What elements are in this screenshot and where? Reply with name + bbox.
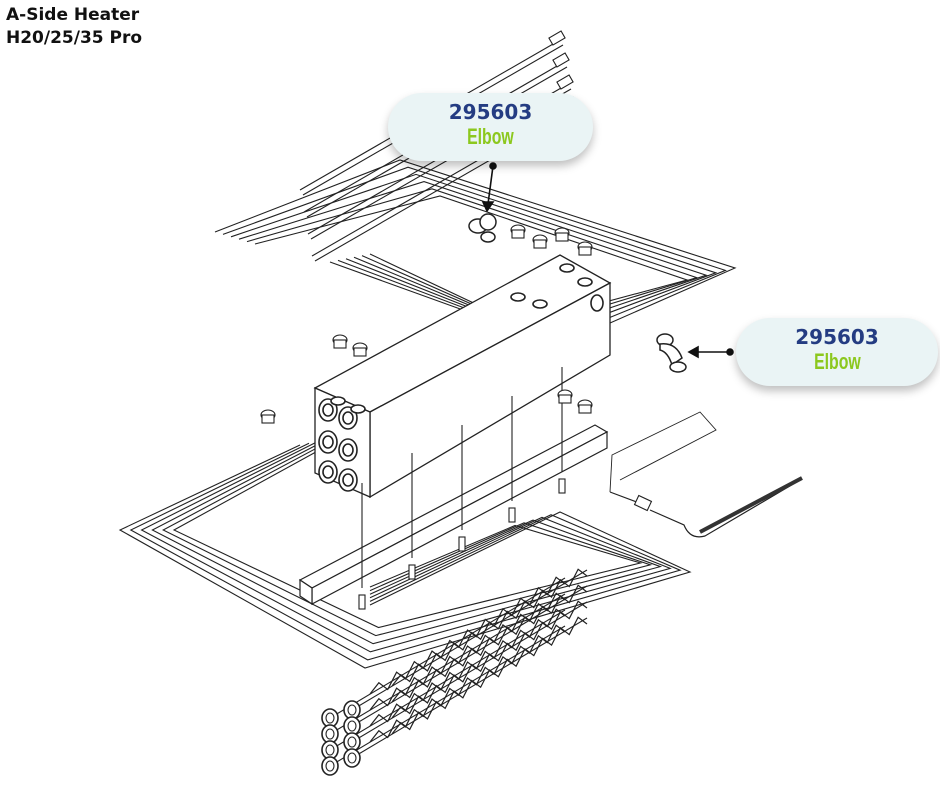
port-hole-inner [322, 403, 334, 417]
title-line-1: A-Side Heater [6, 5, 140, 25]
heating-coil [391, 600, 588, 719]
temperature-probe [609, 411, 803, 538]
rod [351, 569, 588, 711]
rod-terminal-inner [347, 736, 357, 748]
wire-loop [161, 437, 653, 637]
heating-coil [391, 568, 588, 687]
lead-connector [548, 30, 566, 46]
part-label: Elbow [813, 349, 861, 374]
screw [508, 507, 516, 523]
port-hole-inner [342, 443, 354, 457]
rod [351, 601, 588, 743]
wire-loop [118, 444, 692, 669]
plug-body [353, 347, 367, 357]
plug-body [578, 404, 592, 414]
screw [358, 594, 366, 610]
port-hole [338, 438, 358, 462]
rod [351, 617, 588, 759]
top-port [577, 277, 593, 287]
heater-rods [321, 568, 588, 776]
rod-terminal-inner [325, 744, 335, 756]
plug-body [333, 339, 347, 349]
top-port [559, 263, 575, 273]
screw [558, 478, 566, 494]
plug-body [558, 394, 572, 404]
port-hole [338, 468, 358, 492]
wire-loop [254, 195, 689, 326]
elbow-fitting-top [468, 213, 497, 243]
title-line-2: H20/25/35 Pro [6, 28, 143, 48]
top-port [532, 299, 548, 309]
rod-terminal [343, 748, 361, 768]
rod-terminal-inner [347, 752, 357, 764]
port-hole-inner [322, 435, 334, 449]
port-hole [318, 460, 338, 484]
callout-arrow-right [687, 345, 734, 359]
lead-connector [552, 52, 570, 68]
plug-body [533, 239, 547, 249]
plug-body [511, 229, 525, 239]
side-port [590, 294, 604, 312]
callout-elbow-right[interactable]: 295603 Elbow [736, 318, 938, 386]
port-hole-inner [322, 465, 334, 479]
mounting-bar [298, 424, 609, 606]
plug-body [261, 414, 275, 424]
part-number: 295603 [448, 100, 533, 124]
rod [329, 625, 566, 767]
plug-body [555, 232, 569, 242]
callout-arrow-top [481, 162, 497, 213]
rod-terminal-inner [347, 704, 357, 716]
rod-terminal-inner [325, 712, 335, 724]
rod-terminal-inner [325, 760, 335, 772]
port-hole [318, 398, 338, 422]
elbow-fitting-right [656, 333, 687, 373]
diagram-title: A-Side Heater H20/25/35 Pro [6, 4, 142, 50]
port-hole [338, 406, 358, 430]
rod-terminal [321, 756, 339, 776]
port-hole [318, 430, 338, 454]
port-hole-inner [342, 411, 354, 425]
port-hole-inner [342, 473, 354, 487]
top-port [510, 292, 526, 302]
top-port [350, 404, 366, 414]
screw [458, 536, 466, 552]
plugs [260, 224, 593, 424]
wire-loop [129, 442, 682, 661]
heating-coil [391, 584, 588, 703]
part-number: 295603 [795, 325, 879, 349]
plug-body [578, 246, 592, 256]
mounting-screws [358, 367, 566, 610]
rod [351, 585, 588, 727]
block-ports [318, 263, 604, 492]
top-port [330, 396, 346, 406]
wire-loop [172, 435, 643, 629]
rod-terminal-inner [325, 728, 335, 740]
screw [408, 564, 416, 580]
callout-elbow-top[interactable]: 295603 Elbow [388, 93, 593, 161]
rod-terminal-inner [347, 720, 357, 732]
heating-coil [391, 616, 588, 735]
rod [329, 593, 566, 735]
part-label: Elbow [467, 124, 514, 149]
rod [329, 609, 566, 751]
lead-connector [556, 74, 574, 90]
